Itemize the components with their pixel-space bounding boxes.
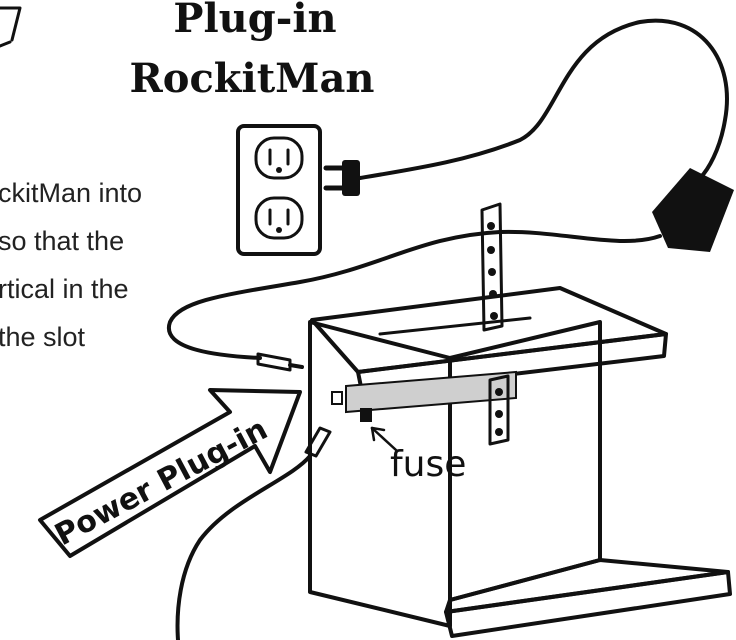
launch-rail [331, 370, 517, 422]
launcher-box [308, 286, 732, 638]
title-line-1: Plug-in [173, 0, 336, 42]
vertical-strap [480, 202, 510, 446]
instruction-line-3: rtical in the [0, 274, 129, 304]
power-plug-icon [323, 18, 729, 196]
power-adapter-icon [166, 168, 734, 360]
instructions-text: ckitMan into so that the rtical in the t… [0, 178, 142, 352]
instruction-line-2: so that the [0, 226, 124, 256]
jack-plug-icon [256, 352, 304, 372]
partial-cone-drawing [0, 6, 22, 48]
instruction-line-1: ckitMan into [0, 178, 142, 208]
fuse-callout: fuse [370, 426, 466, 485]
title-line-2: RockitMan [130, 55, 375, 102]
fuse-label: fuse [390, 444, 466, 485]
arrow-label: Power Plug-in [49, 412, 273, 553]
instruction-line-4: the slot [0, 322, 86, 352]
power-plug-in-arrow: Power Plug-in [38, 388, 302, 558]
lower-cable [175, 426, 332, 640]
wall-outlet-icon [236, 124, 322, 256]
